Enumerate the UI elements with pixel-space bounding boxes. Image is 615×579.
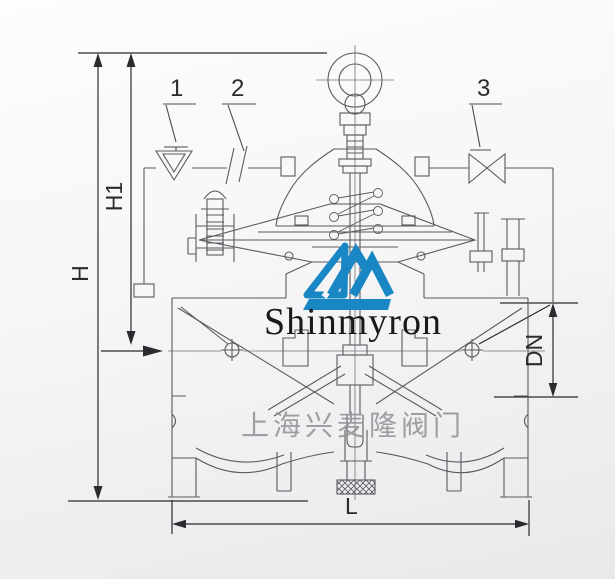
- callout-2: 2: [231, 75, 245, 102]
- callout-1: 1: [170, 75, 184, 102]
- strainer-icon: [155, 150, 193, 182]
- side-fitting: [187, 190, 235, 262]
- flow-direction-arrow: [143, 345, 163, 357]
- dimension-label-h: H: [66, 265, 93, 282]
- dimension-lines: [68, 52, 578, 536]
- watermark-company-text: 上海兴麦隆阀门: [240, 411, 465, 442]
- pilot-piping: [133, 145, 554, 302]
- ball-valve-icon: [468, 152, 506, 185]
- drain-plug: [336, 430, 376, 495]
- bonnet-bell: [275, 148, 435, 227]
- lifting-eye-ring: [327, 52, 383, 108]
- valve-body: [168, 297, 532, 498]
- diaphragm-chamber: [198, 203, 477, 298]
- callout-leaders: [163, 103, 502, 152]
- dimension-arrows: [93, 53, 558, 529]
- dimension-label-l: L: [345, 493, 358, 519]
- brand-logo-icon: [303, 242, 395, 310]
- dimension-label-h1: H1: [101, 181, 128, 212]
- pipe-union-icon: [225, 145, 248, 185]
- watermark-brand-text: Shinmyron: [264, 301, 442, 343]
- dimension-label-dn: DN: [521, 333, 548, 368]
- centerlines: [168, 45, 545, 500]
- spring: [329, 188, 383, 240]
- callout-3: 3: [477, 75, 491, 102]
